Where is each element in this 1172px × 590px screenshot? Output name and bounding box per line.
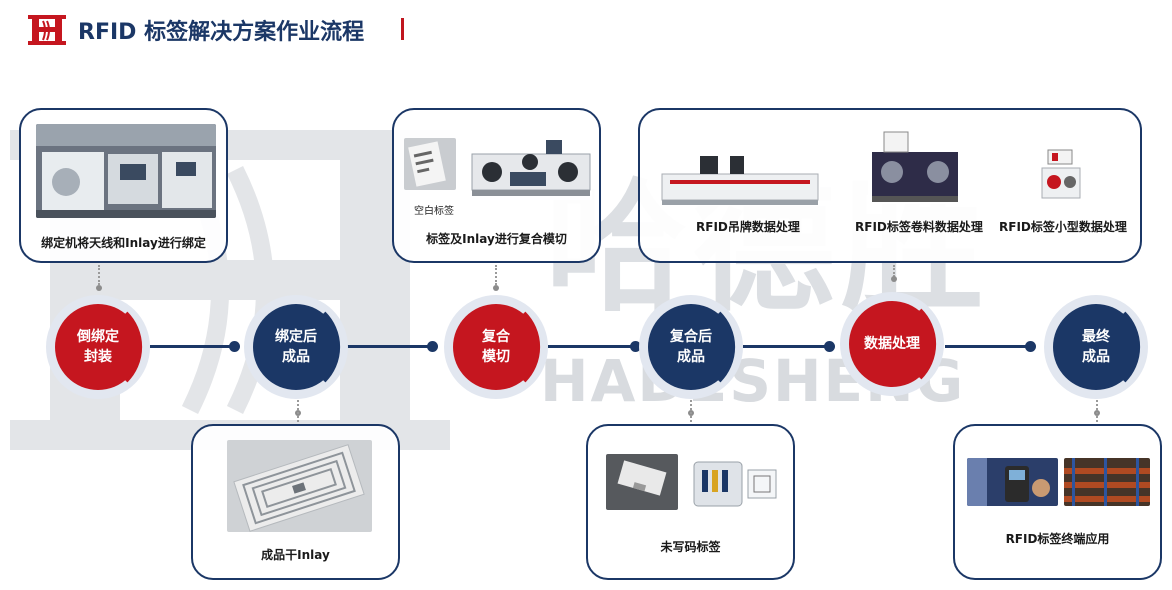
timeline-dot: [1025, 341, 1036, 352]
step-node-4: 复合后 成品: [639, 295, 743, 399]
label-roll-photo: [690, 456, 780, 510]
card-application: RFID标签终端应用: [953, 424, 1162, 580]
card-inlay-caption: 成品干Inlay: [261, 548, 330, 562]
card-application-caption: RFID标签终端应用: [1005, 532, 1110, 546]
inlay-photo: [227, 440, 372, 532]
blank-label-photo: [404, 138, 456, 190]
card-binding-caption: 绑定机将天线和Inlay进行绑定: [41, 236, 206, 250]
card-data-processing: RFID吊牌数据处理 RFID标签卷料数据处理 RFID标签小型数据处理: [638, 108, 1142, 263]
connector-application: [1096, 400, 1098, 422]
tag-sample-photo: [606, 454, 678, 510]
small-data-machine-photo: [1038, 148, 1084, 204]
connector-dot: [96, 285, 102, 291]
connector-dot: [493, 285, 499, 291]
step-node-3: 复合 模切: [444, 295, 548, 399]
warehouse-photo: [1064, 458, 1150, 506]
timeline-dot: [824, 341, 835, 352]
timeline-segment: [743, 345, 831, 348]
data-caption-roll: RFID标签卷料数据处理: [855, 220, 983, 234]
handheld-reader-photo: [967, 458, 1058, 506]
step-node-6: 最终 成品: [1044, 295, 1148, 399]
timeline-segment: [345, 345, 433, 348]
timeline-segment: [150, 345, 236, 348]
connector-die-cut: [495, 265, 497, 285]
die-cut-machine-photo: [470, 132, 592, 200]
step-label-4: 复合后 成品: [670, 329, 712, 365]
timeline-segment: [548, 345, 636, 348]
binding-machine-photo: [36, 124, 216, 218]
hadesheng-logo-icon: [28, 15, 66, 45]
timeline-dot: [229, 341, 240, 352]
step-label-2: 绑定后 成品: [275, 329, 317, 365]
timeline-segment: [945, 345, 1033, 348]
page-title: RFID 标签解决方案作业流程: [78, 20, 365, 45]
card-die-cut-caption: 标签及Inlay进行复合模切: [426, 232, 567, 246]
card-inlay: 成品干Inlay: [191, 424, 400, 580]
timeline-dot: [427, 341, 438, 352]
connector-inlay: [297, 400, 299, 422]
step-label-3: 复合 模切: [482, 329, 510, 365]
step-node-1: 倒绑定 封装: [46, 295, 150, 399]
timeline-dot: [630, 341, 641, 352]
step-node-5: 数据处理: [840, 292, 944, 396]
card-die-cut: 空白标签 标签及Inlay进行复合模切: [392, 108, 601, 263]
data-caption-tag: RFID吊牌数据处理: [696, 220, 800, 234]
title-accent-bar: [401, 18, 404, 40]
connector-binding: [98, 265, 100, 285]
connector-data: [893, 265, 895, 277]
card-blank-label: 未写码标签: [586, 424, 795, 580]
step-label-6: 最终 成品: [1082, 329, 1110, 365]
tag-data-machine-photo: [660, 150, 820, 206]
blank-label-sub-caption: 空白标签: [414, 206, 454, 217]
roll-data-machine-photo: [868, 126, 962, 204]
connector-blank-label: [690, 400, 692, 422]
card-blank-label-caption: 未写码标签: [660, 540, 721, 554]
step-label-1: 倒绑定 封装: [77, 329, 119, 365]
card-binding-machine: 绑定机将天线和Inlay进行绑定: [19, 108, 228, 263]
step-label-5: 数据处理: [864, 336, 920, 352]
connector-dot: [891, 276, 897, 282]
step-node-2: 绑定后 成品: [244, 295, 348, 399]
data-caption-small: RFID标签小型数据处理: [999, 220, 1127, 234]
